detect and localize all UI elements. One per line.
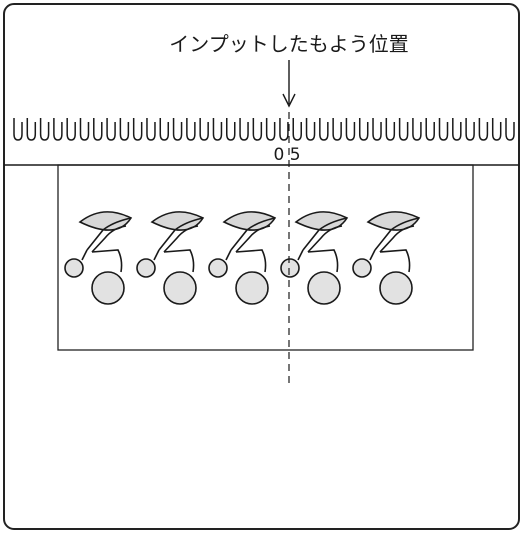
needle-mark [452, 118, 462, 141]
needle-mark [93, 118, 103, 141]
needle-mark [53, 118, 63, 141]
needle-bed [13, 118, 515, 141]
needle-mark [358, 118, 369, 141]
needle-mark [279, 118, 289, 141]
cherry-icon [352, 211, 421, 305]
needle-mark [332, 118, 342, 141]
needle-mark [252, 118, 263, 141]
needle-mark [505, 118, 515, 141]
needle-mark [292, 118, 302, 141]
cherry-motif-row [64, 211, 421, 305]
needle-mark [199, 118, 209, 141]
needle-mark [79, 118, 90, 141]
needle-mark [385, 118, 396, 141]
needle-mark [425, 118, 435, 141]
needle-number-label: 0 5 [273, 145, 300, 165]
needle-mark [491, 118, 502, 141]
cherry-icon [136, 211, 205, 305]
needle-mark [465, 118, 475, 141]
needle-mark [132, 118, 143, 141]
needle-mark [39, 118, 50, 141]
needle-mark [146, 118, 156, 141]
needle-mark [226, 118, 236, 141]
needle-mark [186, 118, 196, 141]
needle-mark [159, 118, 170, 141]
needle-mark [319, 118, 329, 141]
needle-mark [106, 118, 116, 141]
cherry-icon [208, 211, 277, 305]
needle-mark [66, 118, 76, 141]
needle-mark [438, 118, 449, 141]
input-position-caption: インプットしたもよう位置 [169, 32, 408, 56]
down-arrow-icon [282, 60, 296, 108]
needle-mark [26, 118, 37, 141]
needle-mark [172, 118, 183, 141]
needle-mark [239, 118, 249, 141]
needle-mark [212, 118, 223, 141]
needle-mark [265, 118, 276, 141]
needle-mark [372, 118, 382, 141]
needle-mark [478, 118, 489, 141]
cherry-icon [64, 211, 133, 305]
needle-mark [345, 118, 356, 141]
cherry-icon [280, 211, 349, 305]
needle-mark [305, 118, 316, 141]
outer-frame [3, 3, 520, 530]
needle-mark [398, 118, 409, 141]
needle-mark [119, 118, 130, 141]
pattern-area [57, 164, 474, 351]
needle-mark [412, 118, 422, 141]
needle-mark [13, 118, 23, 141]
